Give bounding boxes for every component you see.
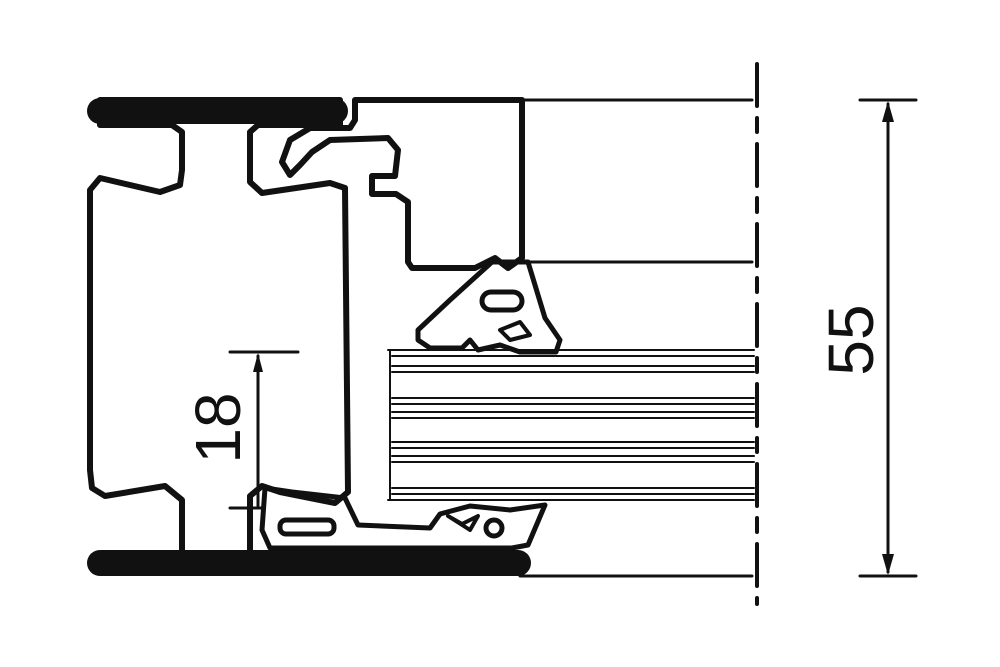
bottom-gasket-hole (483, 517, 505, 539)
overall-dimension-arrow-bottom (882, 554, 894, 575)
glazing-bead (279, 97, 525, 271)
top-gasket-lip (498, 320, 532, 342)
overall-dimension-arrow-top (882, 101, 894, 122)
inner-dimension-arrow-top (253, 353, 263, 372)
bottom-gasket-slot (277, 517, 337, 537)
bottom-gasket-lip (446, 514, 480, 532)
glazing-unit (387, 349, 755, 501)
top-glazing-gasket (415, 259, 563, 355)
top-gasket-slot (479, 289, 525, 313)
bottom-glazing-gasket (259, 485, 548, 551)
overall-dimension-label: 55 (815, 304, 887, 375)
inner-dimension-label: 18 (182, 392, 254, 463)
